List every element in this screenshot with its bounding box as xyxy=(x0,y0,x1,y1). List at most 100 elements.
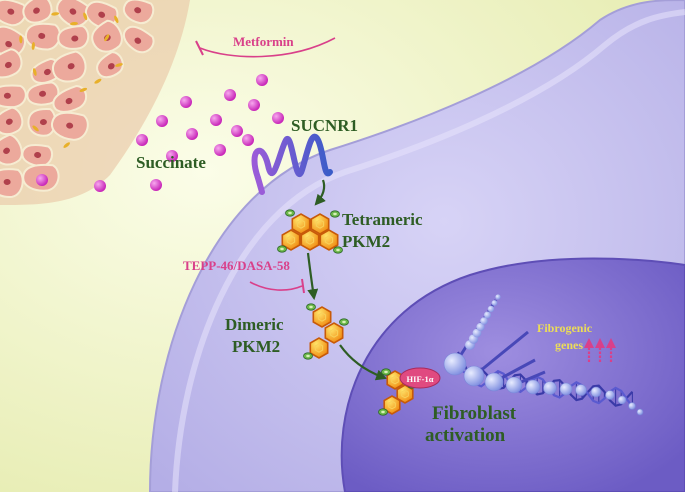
pkm2-subunit xyxy=(281,229,301,251)
pkm2-ligand xyxy=(330,210,340,218)
metformin-inhibition-arc xyxy=(199,37,336,58)
hif-1a-label: HIF-1α xyxy=(407,374,434,384)
pkm2-ligand xyxy=(277,245,287,253)
succinate-dot xyxy=(186,128,198,140)
tepp-inhibition-bar xyxy=(301,278,305,294)
pkm2-subunit-ring xyxy=(324,235,334,245)
succinate-dot xyxy=(136,134,148,146)
fibroblast-spindle xyxy=(19,35,23,44)
succinate-dot xyxy=(242,134,254,146)
pkm2-subunit-ring xyxy=(388,400,396,410)
upregulation-arrow xyxy=(584,338,594,362)
succinate-dot xyxy=(94,180,106,192)
pkm2-ligand xyxy=(381,368,391,376)
dna-bead xyxy=(617,395,627,405)
pkm2-subunit-ring xyxy=(286,235,296,245)
pkm2-subunit-ring xyxy=(391,375,399,385)
fibroblast-spindle xyxy=(79,87,88,92)
dna-bead xyxy=(543,381,557,395)
succinate-dot xyxy=(224,89,236,101)
fibroblast-label-2: activation xyxy=(425,425,506,446)
nuclear-pkm2-icon xyxy=(378,368,417,416)
pkm2-subunit xyxy=(310,213,330,235)
dna-bead xyxy=(636,408,644,416)
succinate-molecules xyxy=(36,74,284,192)
dimeric-label-1: Dimeric xyxy=(225,315,284,334)
tepp-label: TEPP-46/DASA-58 xyxy=(183,258,290,273)
pkm2-subunit-ring xyxy=(296,219,306,229)
succinate-dot xyxy=(248,99,260,111)
pkm2-ligand xyxy=(303,352,313,360)
tissue-cell xyxy=(51,50,87,83)
dna-bead xyxy=(484,311,491,319)
pkm2-ligand xyxy=(285,209,295,217)
fibroblast-spindle xyxy=(51,12,60,16)
fibroblast-spindle xyxy=(70,21,78,26)
succinate-dot xyxy=(214,144,226,156)
pkm2-subunit-ring xyxy=(305,235,315,245)
pkm2-ligand xyxy=(306,303,316,311)
tissue-cell xyxy=(0,0,27,27)
tissue-cell xyxy=(0,133,23,166)
dna-bead xyxy=(476,322,485,332)
fibroblast-spindle xyxy=(31,42,35,50)
tetrameric-label-1: Tetrameric xyxy=(342,210,423,229)
dna-bead xyxy=(491,300,498,306)
succinate-dot xyxy=(150,179,162,191)
tissue-cell xyxy=(0,84,27,109)
fibrogenic-label-2: genes xyxy=(555,338,583,352)
tissue-cell xyxy=(122,25,155,54)
fibroblast-spindle xyxy=(115,63,123,67)
pkm2-subunit xyxy=(324,322,344,344)
pkm2-subunit xyxy=(300,229,320,251)
pkm2-subunit xyxy=(319,229,339,251)
tissue-cell xyxy=(0,168,24,198)
tissue-cell xyxy=(22,0,53,24)
succinate-dot xyxy=(210,114,222,126)
upregulation-arrows-icon xyxy=(584,338,616,362)
dimeric-label-2: PKM2 xyxy=(232,337,280,356)
tissue-cell xyxy=(96,51,124,79)
tissue-cell xyxy=(0,25,27,59)
tissue-cell xyxy=(52,84,88,113)
dna-bead xyxy=(525,379,541,395)
pkm2-subunit-ring xyxy=(317,312,327,322)
succinate-dot xyxy=(166,150,178,162)
fibroblast-spindle xyxy=(63,142,70,148)
tepp-inhibition-arc xyxy=(249,281,303,291)
fibroblast-spindle xyxy=(32,68,37,76)
pkm2-subunit xyxy=(386,370,404,390)
dna-bead xyxy=(495,294,501,300)
tetrameric-pkm2-icon xyxy=(277,209,343,254)
pkm2-subunit xyxy=(309,337,329,359)
succinate-dot xyxy=(272,112,284,124)
succinate-dot xyxy=(231,125,243,137)
tissue-cell xyxy=(26,81,60,106)
tissue-cell xyxy=(51,111,89,141)
sucnr1-label: SUCNR1 xyxy=(291,116,358,135)
dna-bead xyxy=(628,402,636,410)
membrane-highlight xyxy=(172,9,685,492)
dimeric-pkm2-icon xyxy=(303,303,349,360)
fibroblast-spindle xyxy=(104,34,110,42)
pkm2-ligand xyxy=(339,318,349,326)
fibroblast-spindle xyxy=(94,78,102,84)
upregulation-arrow xyxy=(595,338,605,362)
metformin-inhibition-bar xyxy=(195,40,204,56)
dna-bead xyxy=(487,305,495,313)
translocation-arrow xyxy=(339,344,388,381)
dna-helix xyxy=(443,294,644,416)
tissue-cell xyxy=(0,106,24,136)
dna-bead xyxy=(575,384,587,396)
fibroblast-spindle xyxy=(83,12,88,21)
pkm2-subunit-ring xyxy=(329,328,339,338)
pkm2-subunit-ring xyxy=(315,219,325,229)
chromatin-fiber xyxy=(473,330,529,378)
fibroblast-label-1: Fibroblast xyxy=(432,403,517,424)
dna-bead xyxy=(505,376,523,394)
dna-bead xyxy=(480,317,488,325)
pkm2-subunit-ring xyxy=(314,343,324,353)
tissue-cell xyxy=(21,143,54,168)
tissue-cell xyxy=(122,0,155,25)
